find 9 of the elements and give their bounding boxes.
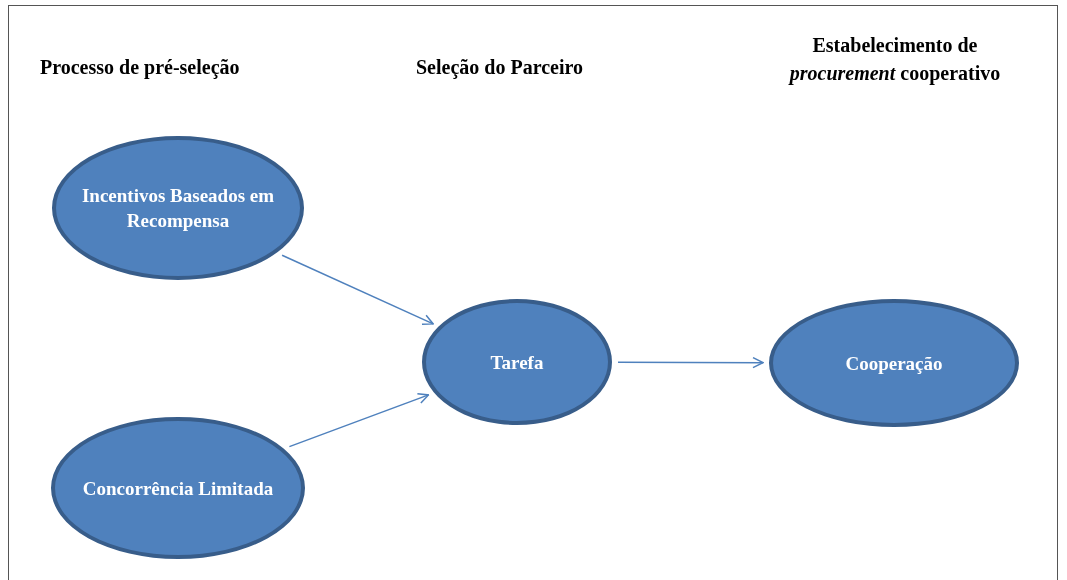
- column-heading: Processo de pré-seleção: [40, 55, 241, 81]
- arrow: [281, 254, 434, 326]
- node-label: Incentivos Baseados em Recompensa: [80, 184, 276, 233]
- column-heading: Estabelecimento de procurement cooperativo: [787, 33, 1002, 87]
- column-heading: Seleção do Parceiro: [416, 55, 584, 81]
- node-label: Concorrência Limitada: [81, 476, 275, 501]
- node-label: Cooperação: [844, 351, 944, 376]
- arrow: [617, 356, 764, 369]
- node-label: Tarefa: [489, 350, 545, 375]
